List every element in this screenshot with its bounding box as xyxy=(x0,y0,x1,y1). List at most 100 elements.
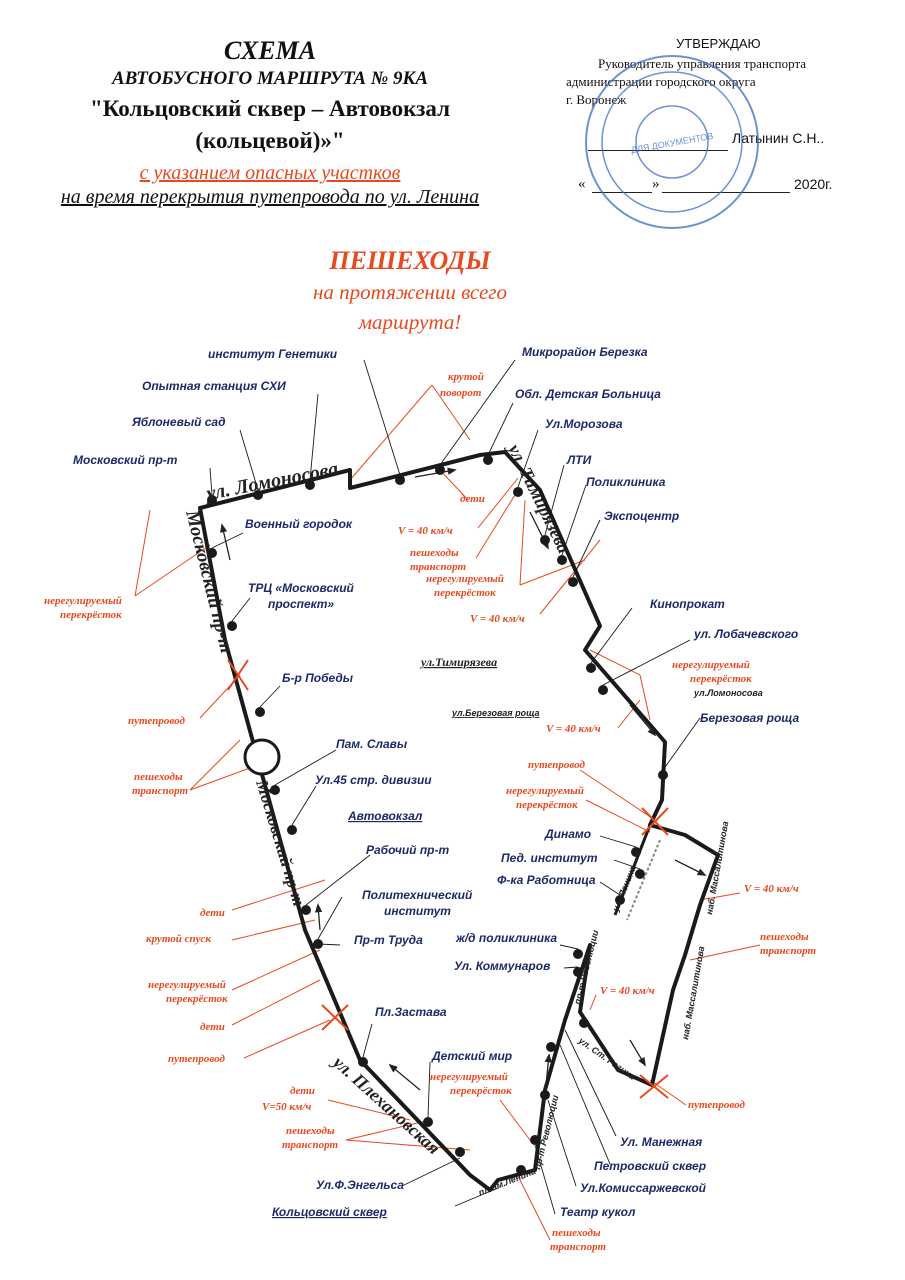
stop-manege: Ул. Манежная xyxy=(620,1135,702,1149)
hazard-peds-massalit: пешеходы xyxy=(760,931,809,943)
stop-apple: Яблоневый сад xyxy=(131,415,226,429)
stop-zastava: Пл.Застава xyxy=(375,1005,447,1019)
subtitle-hazards: с указанием опасных участков xyxy=(139,162,401,184)
warning-line-2: на протяжении всего xyxy=(313,280,507,304)
stop-koltsov: Кольцовский сквер xyxy=(272,1205,387,1219)
hazard-unreg-right2-1: нерегулируемый xyxy=(506,785,584,797)
hazard-overpass-bottom-right: путепровод xyxy=(688,1099,746,1111)
hazard-transport-massalit: транспорт xyxy=(760,945,817,957)
overpass-marks xyxy=(227,659,669,1099)
stop-trc-1: ТРЦ «Московский xyxy=(248,581,355,595)
title-line-4: (кольцевой)»" xyxy=(195,128,345,153)
official-stamp: ДЛЯ ДОКУМЕНТОВ xyxy=(585,55,759,229)
hazard-unreg-bottom-2: перекрёсток xyxy=(450,1085,512,1097)
street-timiryazeva-2: ул.Тимирязева xyxy=(419,655,497,669)
hazard-unreg-right-2: перекрёсток xyxy=(690,673,752,685)
hazard-kids-lower: дети xyxy=(200,1021,225,1033)
street-st-razina: ул. Ст. Разина xyxy=(576,1035,637,1082)
approval-signature: Латынин С.Н.. xyxy=(732,130,825,146)
hazard-overpass-lower: путепровод xyxy=(168,1053,226,1065)
stop-puppet: Театр кукол xyxy=(560,1205,636,1219)
hazard-speed-top: V = 40 км/ч xyxy=(398,525,453,537)
subtitle-overpass: на время перекрытия путепровода по ул. Л… xyxy=(60,186,480,208)
hazard-unreg-bottom-1: нерегулируемый xyxy=(430,1071,508,1083)
stop-genetics: институт Генетики xyxy=(208,347,338,361)
signature-line xyxy=(588,150,728,151)
hazard-unreg-lower-1: нерегулируемый xyxy=(148,979,226,991)
hazard-speed-expo: V = 40 км/ч xyxy=(470,613,525,625)
hazard-kids-top: дети xyxy=(460,493,485,505)
hazard-overpass-right: путепровод xyxy=(528,759,586,771)
stop-kommunarov: Ул. Коммунаров xyxy=(454,959,550,973)
stop-birch: Березовая роща xyxy=(700,711,800,725)
hazard-unreg-top-1: нерегулируемый xyxy=(426,573,504,585)
stop-dots xyxy=(207,455,668,1175)
title-line-2: АВТОБУСНОГО МАРШРУТА № 9КА xyxy=(111,68,429,89)
stop-military: Военный городок xyxy=(245,517,353,531)
hazard-peds-top: пешеходы xyxy=(410,547,459,559)
hazard-sharp-turn-1: крутой xyxy=(448,371,484,383)
stop-moskovsky: Московский пр-т xyxy=(73,453,178,467)
stop-kids: Детский мир xyxy=(431,1049,512,1063)
stop-div45: Ул.45 стр. дивизии xyxy=(315,773,432,787)
stop-hospital: Обл. Детская Больница xyxy=(515,387,661,401)
hazard-transport-bottom: транспорт xyxy=(282,1139,339,1151)
stop-lti: ЛТИ xyxy=(566,453,592,467)
hazard-peds-left: пешеходы xyxy=(134,771,183,783)
direction-arrows xyxy=(220,467,707,1096)
stop-pedinst: Пед. институт xyxy=(501,851,598,865)
hazard-speed-massalit: V = 40 км/ч xyxy=(744,883,799,895)
hazard-unreg-right2-2: перекрёсток xyxy=(516,799,578,811)
warning-line-3: маршрута! xyxy=(358,310,462,334)
hazard-unreg-top-2: перекрёсток xyxy=(434,587,496,599)
approval-date-open: « xyxy=(578,176,586,192)
stop-rail: ж/д поликлиника xyxy=(455,931,557,945)
lenina-branch-ghost xyxy=(626,839,661,921)
stop-dinamo: Динамо xyxy=(544,827,591,841)
title-line-1: СХЕМА xyxy=(223,36,317,65)
warning-line-1: ПЕШЕХОДЫ xyxy=(329,246,491,275)
stop-factory: Ф-ка Работница xyxy=(497,873,596,887)
stop-station: Автовокзал xyxy=(347,809,423,823)
hazard-speed50: V=50 км/ч xyxy=(262,1101,312,1113)
hazard-transport-end: транспорт xyxy=(550,1241,607,1253)
hazard-overpass-left: путепровод xyxy=(128,715,186,727)
hazard-speed-right: V = 40 км/ч xyxy=(546,723,601,735)
hazard-transport-left: транспорт xyxy=(132,785,189,797)
title-line-3: "Кольцовский сквер – Автовокзал xyxy=(90,96,450,121)
hazard-unreg-lower-2: перекрёсток xyxy=(166,993,228,1005)
hazard-unreg-left-1: нерегулируемый xyxy=(44,595,122,607)
route-line xyxy=(198,450,720,1192)
hazard-transport-top: транспорт xyxy=(410,561,467,573)
roundabout xyxy=(243,738,281,776)
stop-poly-1: Политехнический xyxy=(362,888,473,902)
stop-lobach: ул. Лобачевского xyxy=(693,627,798,641)
stop-poly-2: институт xyxy=(384,904,451,918)
hazard-unreg-left-2: перекрёсток xyxy=(60,609,122,621)
hazard-peds-bottom: пешеходы xyxy=(286,1125,335,1137)
hazard-unreg-right-1: нерегулируемый xyxy=(672,659,750,671)
stop-shi: Опытная станция СХИ xyxy=(142,379,286,393)
hazard-steep: крутой спуск xyxy=(146,933,211,945)
street-moskovsky-1: Московский пр-т xyxy=(181,507,237,655)
stop-kino: Кинопрокат xyxy=(650,597,725,611)
stop-glory: Пам. Славы xyxy=(336,737,408,751)
street-lenina: ул. Ленина xyxy=(610,864,638,913)
street-massalitinova-1: наб. Массалитинова xyxy=(704,820,730,915)
stop-trud: Пр-т Труда xyxy=(354,933,423,947)
hazard-peds-end: пешеходы xyxy=(552,1227,601,1239)
street-lomonosova: ул. Ломоносова xyxy=(203,458,340,505)
approval-title: УТВЕРЖДАЮ xyxy=(676,36,761,51)
hazard-sharp-turn-2: поворот xyxy=(440,387,482,399)
stop-leaders xyxy=(209,359,701,1215)
street-timiryazeva: ул. Тимирязева xyxy=(504,439,575,556)
stop-expo: Экспоцентр xyxy=(604,509,679,523)
street-platz-lenina: пл.им.Ленина xyxy=(477,1166,537,1198)
approval-year: 2020г. xyxy=(794,176,833,192)
hazard-speed-revolution: V = 40 км/ч xyxy=(600,985,655,997)
hazard-kids-left: дети xyxy=(200,907,225,919)
street-revolution-2: пр-т Революции xyxy=(532,1094,560,1171)
approval-date-close: » xyxy=(652,176,660,192)
stop-morozova: Ул.Морозова xyxy=(545,417,623,431)
